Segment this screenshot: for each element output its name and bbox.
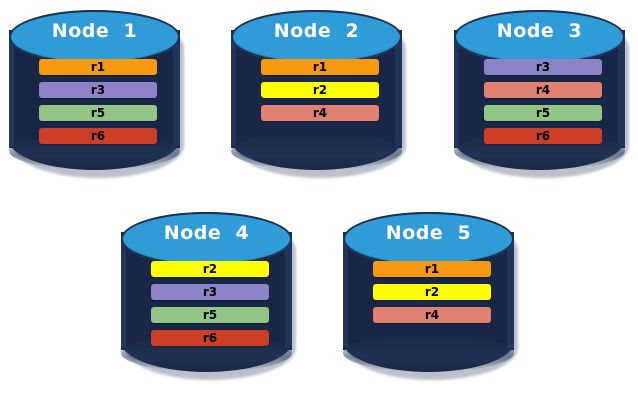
record-list: r2 r3 r5 r6 [151,261,269,353]
record-bar[interactable]: r3 [484,59,602,75]
record-bar[interactable]: r5 [484,105,602,121]
record-bar[interactable]: r6 [484,128,602,144]
node-1[interactable]: Node 1 r1 r3 r5 r6 [7,4,190,180]
cylinder-top-disc [343,212,514,266]
node-title: Node 2 [273,20,360,42]
cylinder-top-disc [454,10,625,64]
record-bar[interactable]: r1 [373,261,491,277]
record-list: r3 r4 r5 r6 [484,59,602,151]
node-title: Node 4 [163,222,250,244]
record-bar[interactable]: r5 [39,105,157,121]
node-2[interactable]: Node 2 r1 r2 r4 [229,4,412,180]
record-bar[interactable]: r1 [39,59,157,75]
record-bar[interactable]: r6 [151,330,269,346]
record-bar[interactable]: r5 [151,307,269,323]
record-list: r1 r2 r4 [373,261,491,330]
record-bar[interactable]: r1 [261,59,379,75]
record-bar[interactable]: r3 [151,284,269,300]
cylinder-top-disc [121,212,292,266]
record-bar[interactable]: r4 [373,307,491,323]
node-title: Node 5 [385,222,472,244]
record-bar[interactable]: r2 [373,284,491,300]
cylinder-top-disc [231,10,402,64]
record-bar[interactable]: r2 [261,82,379,98]
cylinder-top-disc [9,10,180,64]
node-title: Node 1 [51,20,138,42]
node-5[interactable]: Node 5 r1 r2 r4 [341,206,524,382]
record-bar[interactable]: r4 [484,82,602,98]
node-4[interactable]: Node 4 r2 r3 r5 r6 [119,206,302,382]
record-bar[interactable]: r4 [261,105,379,121]
record-bar[interactable]: r6 [39,128,157,144]
record-list: r1 r3 r5 r6 [39,59,157,151]
record-list: r1 r2 r4 [261,59,379,128]
node-title: Node 3 [496,20,583,42]
node-3[interactable]: Node 3 r3 r4 r5 r6 [452,4,635,180]
record-bar[interactable]: r3 [39,82,157,98]
record-bar[interactable]: r2 [151,261,269,277]
